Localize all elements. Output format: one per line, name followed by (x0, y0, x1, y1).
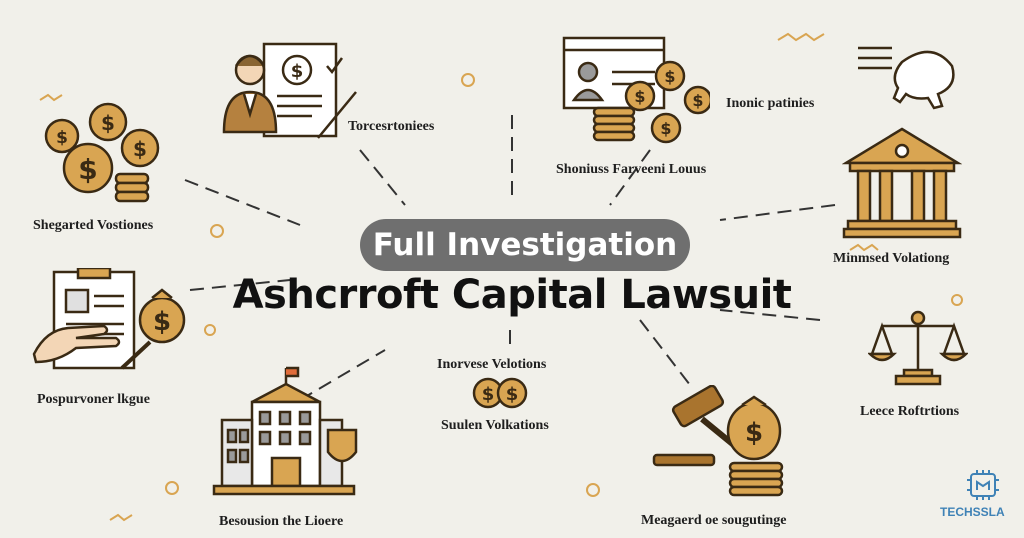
label-pospurvoner: Pospurvoner lkgue (37, 392, 150, 407)
chip-logo-icon (967, 470, 999, 500)
svg-text:$: $ (482, 384, 495, 405)
svg-text:$: $ (56, 128, 68, 148)
svg-text:$: $ (101, 111, 115, 135)
brand-name: TECHSSLA (940, 505, 1005, 519)
svg-text:$: $ (745, 418, 763, 448)
courthouse-building-icon (212, 366, 358, 496)
label-shoniuss: Shoniuss Farveeni Louus (556, 162, 707, 177)
label-torcesrtoniees: Torcesrtoniees (348, 119, 435, 134)
svg-text:$: $ (660, 119, 671, 138)
page-title: Ashcrroft Capital Lawsuit (232, 272, 792, 318)
label-shegarted: Shegarted Vostiones (33, 218, 154, 233)
coins-illustration: $$ $$ (44, 102, 160, 203)
svg-text:$: $ (506, 384, 519, 405)
label-inonic: Inonic patinies (726, 96, 815, 111)
svg-text:$: $ (664, 67, 675, 86)
gavel-money-bag-icon: $ (652, 385, 784, 497)
label-suulen: Suulen Volkations (441, 418, 549, 433)
label-meagaerd: Meagaerd oe sougutinge (641, 513, 787, 528)
label-besousion: Besousion the Lioere (219, 514, 344, 529)
svg-text:$: $ (133, 137, 147, 161)
svg-text:$: $ (692, 91, 703, 110)
label-minmsed: Minmsed Volationg (833, 251, 950, 266)
label-inorvese: Inorvese Velotions (437, 357, 547, 372)
clipboard-hand-illustration: $ (32, 268, 186, 370)
person-document-illustration: $ (222, 42, 357, 139)
svg-text:$: $ (634, 87, 645, 106)
id-card-coins-illustration: $ $ $ $ (562, 36, 710, 144)
piggy-bank-illustration (858, 46, 955, 110)
svg-text:$: $ (291, 61, 304, 82)
scales-of-justice-icon (868, 310, 968, 386)
label-leece: Leece Roftrtions (860, 404, 960, 419)
svg-text:$: $ (78, 153, 97, 186)
investigation-badge: Full Investigation (360, 219, 690, 271)
svg-text:$: $ (153, 307, 171, 337)
bank-building-icon (842, 127, 962, 239)
center-coins-icon: $$ (472, 377, 528, 409)
